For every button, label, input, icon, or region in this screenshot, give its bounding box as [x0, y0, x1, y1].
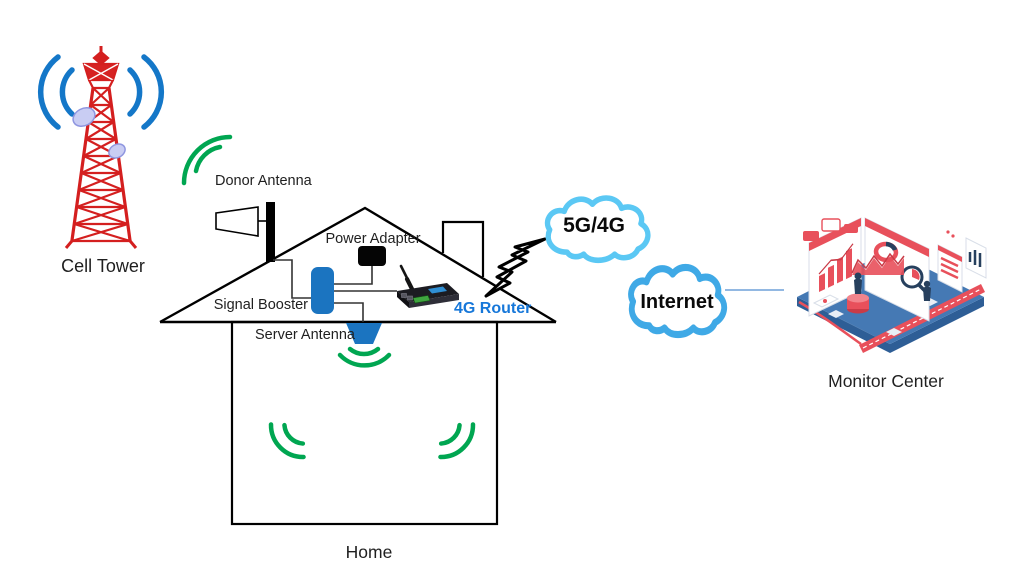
cloud-internet — [628, 263, 728, 339]
connection-wires — [273, 259, 397, 322]
home-label: Home — [345, 542, 393, 562]
wire-adapter-to-booster — [334, 266, 373, 285]
router-terminal-block — [412, 295, 431, 304]
cloud-5g4g — [544, 195, 651, 264]
lightning-bolt-icon — [484, 237, 547, 298]
donor-pole — [266, 202, 275, 262]
indoor-waves-right-icon — [438, 422, 476, 460]
router-body-left — [397, 291, 409, 308]
signal-booster-label: Signal Booster — [213, 297, 308, 313]
house-outline — [159, 206, 557, 526]
roof-line — [159, 206, 557, 324]
router-body-front — [409, 294, 459, 308]
monitor-center-label: Monitor Center — [828, 371, 944, 391]
power-adapter-device — [358, 246, 386, 266]
router-label-patch — [428, 286, 447, 294]
cloud-5g4g-label: 5G/4G — [563, 214, 625, 237]
cloud-internet-label: Internet — [640, 291, 714, 313]
wire-pole-to-booster — [273, 259, 311, 299]
donor-antenna-illustration — [181, 134, 275, 262]
indoor-waves-center-icon — [337, 346, 392, 368]
signal-booster-device — [311, 267, 334, 314]
tower-dish-antennas — [72, 107, 126, 159]
router-label: 4G Router — [454, 300, 532, 317]
tower-structure — [64, 46, 138, 249]
house-body — [230, 320, 499, 526]
donor-antenna-label: Donor Antenna — [215, 173, 312, 189]
router-device — [397, 264, 459, 308]
router-port — [407, 295, 413, 301]
indoor-waves-left-icon — [268, 422, 306, 460]
cell-tower-illustration — [37, 46, 165, 249]
router-port — [401, 293, 407, 298]
tower-signal-waves-icon — [37, 54, 165, 130]
server-antenna-device — [346, 323, 382, 344]
server-antenna-label: Server Antenna — [255, 327, 355, 343]
wire-booster-to-server-antenna — [334, 302, 364, 322]
donor-signal-waves-icon — [181, 134, 233, 186]
donor-horn — [215, 206, 259, 237]
cell-tower-label: Cell Tower — [61, 256, 145, 276]
chimney — [441, 220, 485, 277]
monitor-center-illustration — [797, 217, 987, 354]
power-adapter-label: Power Adapter — [325, 231, 421, 247]
